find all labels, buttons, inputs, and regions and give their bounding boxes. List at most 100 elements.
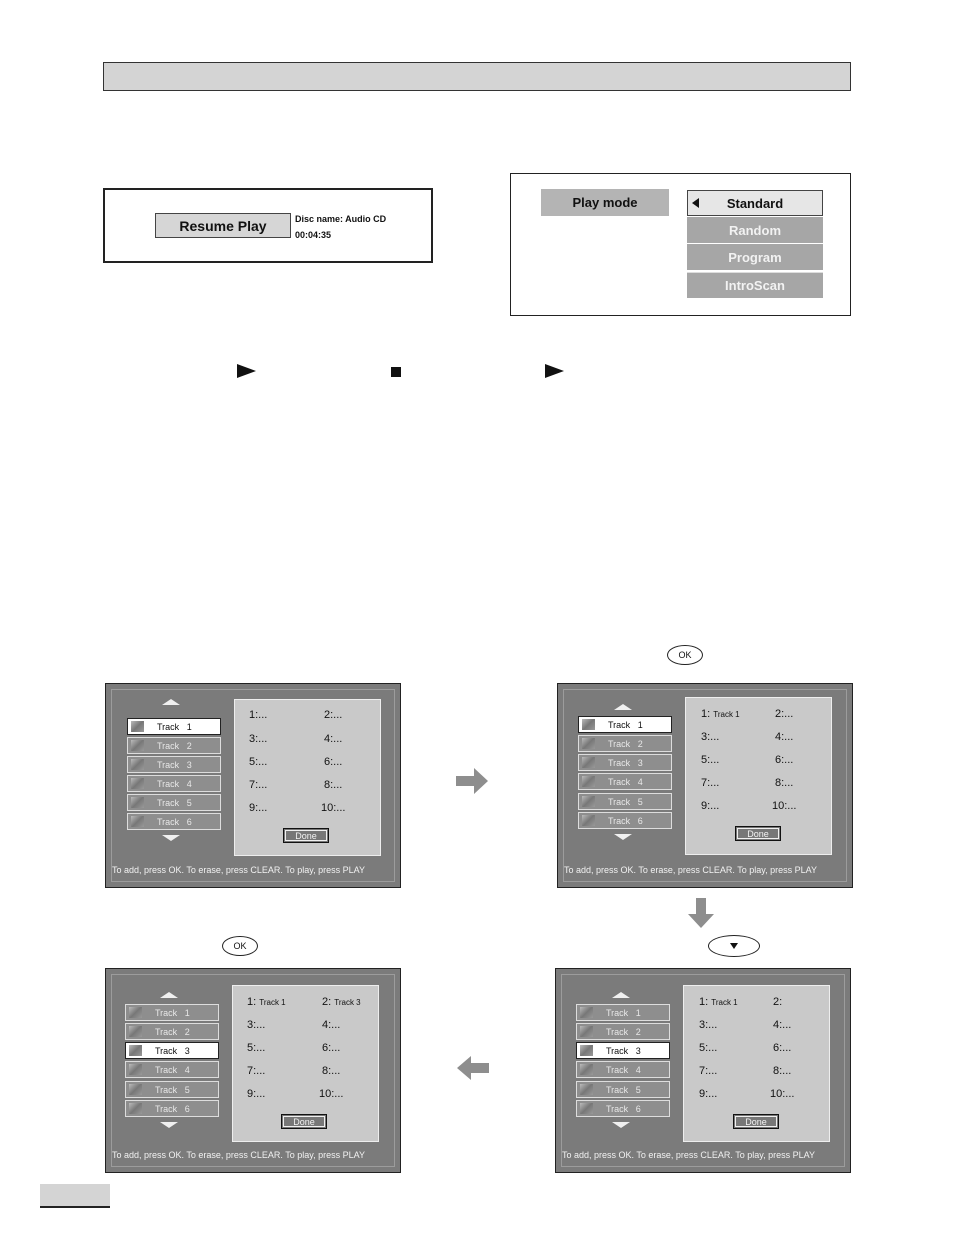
program-slot[interactable]: 4:... xyxy=(324,733,343,745)
program-slot[interactable]: 9:... xyxy=(699,1088,718,1100)
program-slot[interactable]: 3:... xyxy=(701,731,720,743)
program-slot[interactable]: 2: xyxy=(773,996,783,1008)
program-slot[interactable]: 9:... xyxy=(247,1088,266,1100)
track-item[interactable]: Track 1 xyxy=(576,1004,670,1021)
music-note-icon xyxy=(129,1084,142,1095)
program-slot[interactable]: 1: Track 1 xyxy=(699,996,738,1008)
program-slot[interactable]: 4:... xyxy=(773,1019,792,1031)
scroll-up-icon[interactable] xyxy=(614,704,632,710)
play-mode-option-introscan[interactable]: IntroScan xyxy=(687,272,823,298)
done-button[interactable]: Done xyxy=(733,1114,779,1129)
program-slot[interactable]: 1:... xyxy=(249,709,268,721)
disc-name-text: Disc name: Audio CD xyxy=(295,214,387,224)
track-item[interactable]: Track 6 xyxy=(127,813,221,830)
play-mode-option-standard[interactable]: Standard xyxy=(687,190,823,216)
track-label: Track 4 xyxy=(155,1065,190,1075)
play-icon xyxy=(237,364,256,378)
scroll-down-icon[interactable] xyxy=(160,1122,178,1128)
program-slot[interactable]: 5:... xyxy=(701,754,720,766)
music-note-icon xyxy=(580,1026,593,1037)
play-mode-option-random[interactable]: Random xyxy=(687,217,823,243)
track-label: Track 5 xyxy=(155,1085,190,1095)
program-slots-panel: 1:... 2:... 3:... 4:... 5:... 6:... 7:..… xyxy=(234,699,381,856)
program-slot[interactable]: 6:... xyxy=(773,1042,792,1054)
program-slot[interactable]: 3:... xyxy=(699,1019,718,1031)
program-slot[interactable]: 2:... xyxy=(324,709,343,721)
track-item[interactable]: Track 4 xyxy=(576,1061,670,1078)
music-note-icon xyxy=(580,1007,593,1018)
scroll-up-icon[interactable] xyxy=(162,699,180,705)
program-slot[interactable]: 6:... xyxy=(324,756,343,768)
program-screen-4: Track 1 Track 2 Track 3 Track 4 Track 5 … xyxy=(105,968,401,1173)
program-slot[interactable]: 7:... xyxy=(249,779,268,791)
track-item[interactable]: Track 2 xyxy=(127,737,221,754)
track-item[interactable]: Track 4 xyxy=(127,775,221,792)
program-slot[interactable]: 10:... xyxy=(770,1088,795,1100)
program-slot[interactable]: 7:... xyxy=(699,1065,718,1077)
program-slot[interactable]: 9:... xyxy=(701,800,720,812)
program-slot[interactable]: 5:... xyxy=(249,756,268,768)
scroll-down-icon[interactable] xyxy=(614,834,632,840)
program-slot[interactable]: 2: Track 3 xyxy=(322,996,361,1008)
track-item[interactable]: Track 3 xyxy=(125,1042,219,1059)
done-button[interactable]: Done xyxy=(281,1114,327,1129)
scroll-down-icon[interactable] xyxy=(162,835,180,841)
track-label: Track 3 xyxy=(608,758,643,768)
option-label: Standard xyxy=(726,195,784,211)
track-item[interactable]: Track 5 xyxy=(127,794,221,811)
option-label: Random xyxy=(729,222,781,238)
track-item[interactable]: Track 6 xyxy=(125,1100,219,1117)
program-slot[interactable]: 8:... xyxy=(324,779,343,791)
program-slot[interactable]: 6:... xyxy=(775,754,794,766)
done-button[interactable]: Done xyxy=(283,828,329,843)
program-slot[interactable]: 7:... xyxy=(247,1065,266,1077)
track-label: Track 4 xyxy=(608,777,643,787)
music-note-icon xyxy=(582,815,595,826)
music-note-icon xyxy=(129,1045,142,1056)
scroll-up-icon[interactable] xyxy=(160,992,178,998)
program-slot[interactable]: 2:... xyxy=(775,708,794,720)
track-item[interactable]: Track 6 xyxy=(576,1100,670,1117)
track-item[interactable]: Track 3 xyxy=(127,756,221,773)
down-button-icon xyxy=(708,935,760,957)
program-slot[interactable]: 10:... xyxy=(772,800,797,812)
track-item[interactable]: Track 5 xyxy=(576,1081,670,1098)
program-slot[interactable]: 8:... xyxy=(322,1065,341,1077)
track-label: Track 2 xyxy=(155,1027,190,1037)
track-item[interactable]: Track 6 xyxy=(578,812,672,829)
track-item[interactable]: Track 3 xyxy=(576,1042,670,1059)
program-slot[interactable]: 8:... xyxy=(773,1065,792,1077)
track-item[interactable]: Track 3 xyxy=(578,754,672,771)
track-item[interactable]: Track 1 xyxy=(125,1004,219,1021)
music-note-icon xyxy=(580,1064,593,1075)
program-slot[interactable]: 5:... xyxy=(247,1042,266,1054)
done-button[interactable]: Done xyxy=(735,826,781,841)
track-item[interactable]: Track 2 xyxy=(578,735,672,752)
scroll-up-icon[interactable] xyxy=(612,992,630,998)
program-slot[interactable]: 5:... xyxy=(699,1042,718,1054)
program-slot[interactable]: 3:... xyxy=(249,733,268,745)
track-item[interactable]: Track 5 xyxy=(578,793,672,810)
program-slot[interactable]: 4:... xyxy=(322,1019,341,1031)
page-number-tab xyxy=(40,1184,110,1208)
play-mode-option-program[interactable]: Program xyxy=(687,244,823,270)
program-slot[interactable]: 3:... xyxy=(247,1019,266,1031)
track-item[interactable]: Track 4 xyxy=(125,1061,219,1078)
program-slot[interactable]: 10:... xyxy=(319,1088,344,1100)
program-slot[interactable]: 6:... xyxy=(322,1042,341,1054)
program-slot[interactable]: 7:... xyxy=(701,777,720,789)
scroll-down-icon[interactable] xyxy=(612,1122,630,1128)
track-item[interactable]: Track 2 xyxy=(125,1023,219,1040)
program-slot[interactable]: 1: Track 1 xyxy=(701,708,740,720)
track-item[interactable]: Track 2 xyxy=(576,1023,670,1040)
track-item[interactable]: Track 5 xyxy=(125,1081,219,1098)
program-slot[interactable]: 10:... xyxy=(321,802,346,814)
program-slot[interactable]: 4:... xyxy=(775,731,794,743)
track-item[interactable]: Track 1 xyxy=(578,716,672,733)
resume-play-button[interactable]: Resume Play xyxy=(155,213,291,238)
track-item[interactable]: Track 1 xyxy=(127,718,221,735)
track-item[interactable]: Track 4 xyxy=(578,773,672,790)
program-slot[interactable]: 1: Track 1 xyxy=(247,996,286,1008)
program-slot[interactable]: 9:... xyxy=(249,802,268,814)
program-slot[interactable]: 8:... xyxy=(775,777,794,789)
